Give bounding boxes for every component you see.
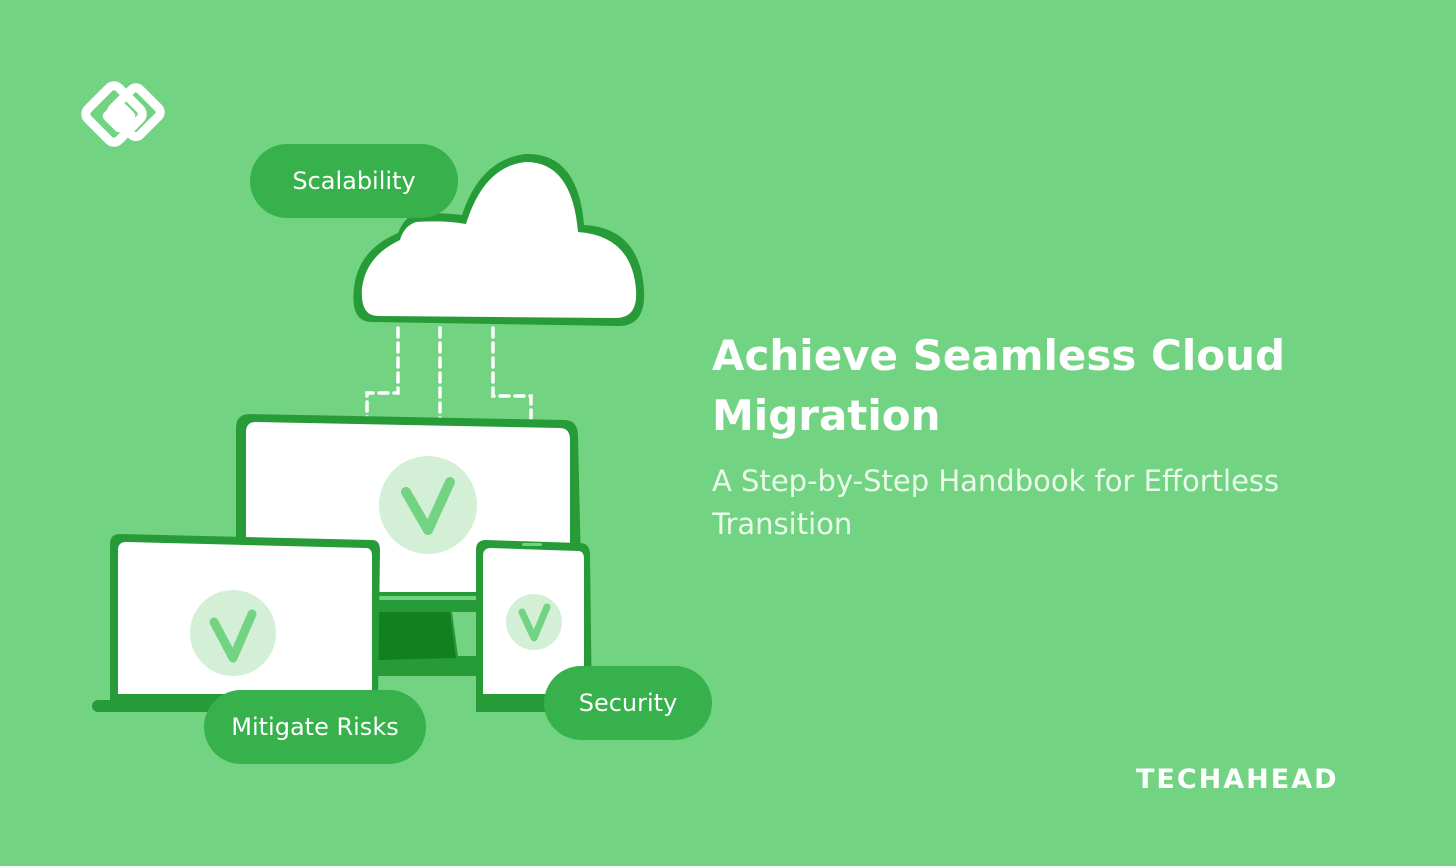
badge-security: Security — [544, 666, 712, 740]
badge-scalability: Scalability — [250, 144, 458, 218]
phone — [476, 540, 592, 712]
logo-icon — [81, 81, 165, 147]
page-title: Achieve Seamless Cloud Migration — [712, 331, 1286, 440]
brand-logo-text: TECHAHEAD — [1136, 764, 1339, 795]
cloud-devices-illustration — [92, 153, 645, 712]
page-subtitle: A Step-by-Step Handbook for Effortless T… — [712, 464, 1280, 541]
badge-label: Security — [578, 689, 678, 717]
laptop — [92, 534, 382, 712]
badge-label: Scalability — [292, 167, 416, 195]
badge-mitigate-risks: Mitigate Risks — [204, 690, 426, 764]
badge-label: Mitigate Risks — [231, 713, 399, 741]
cloud-icon — [353, 153, 645, 326]
